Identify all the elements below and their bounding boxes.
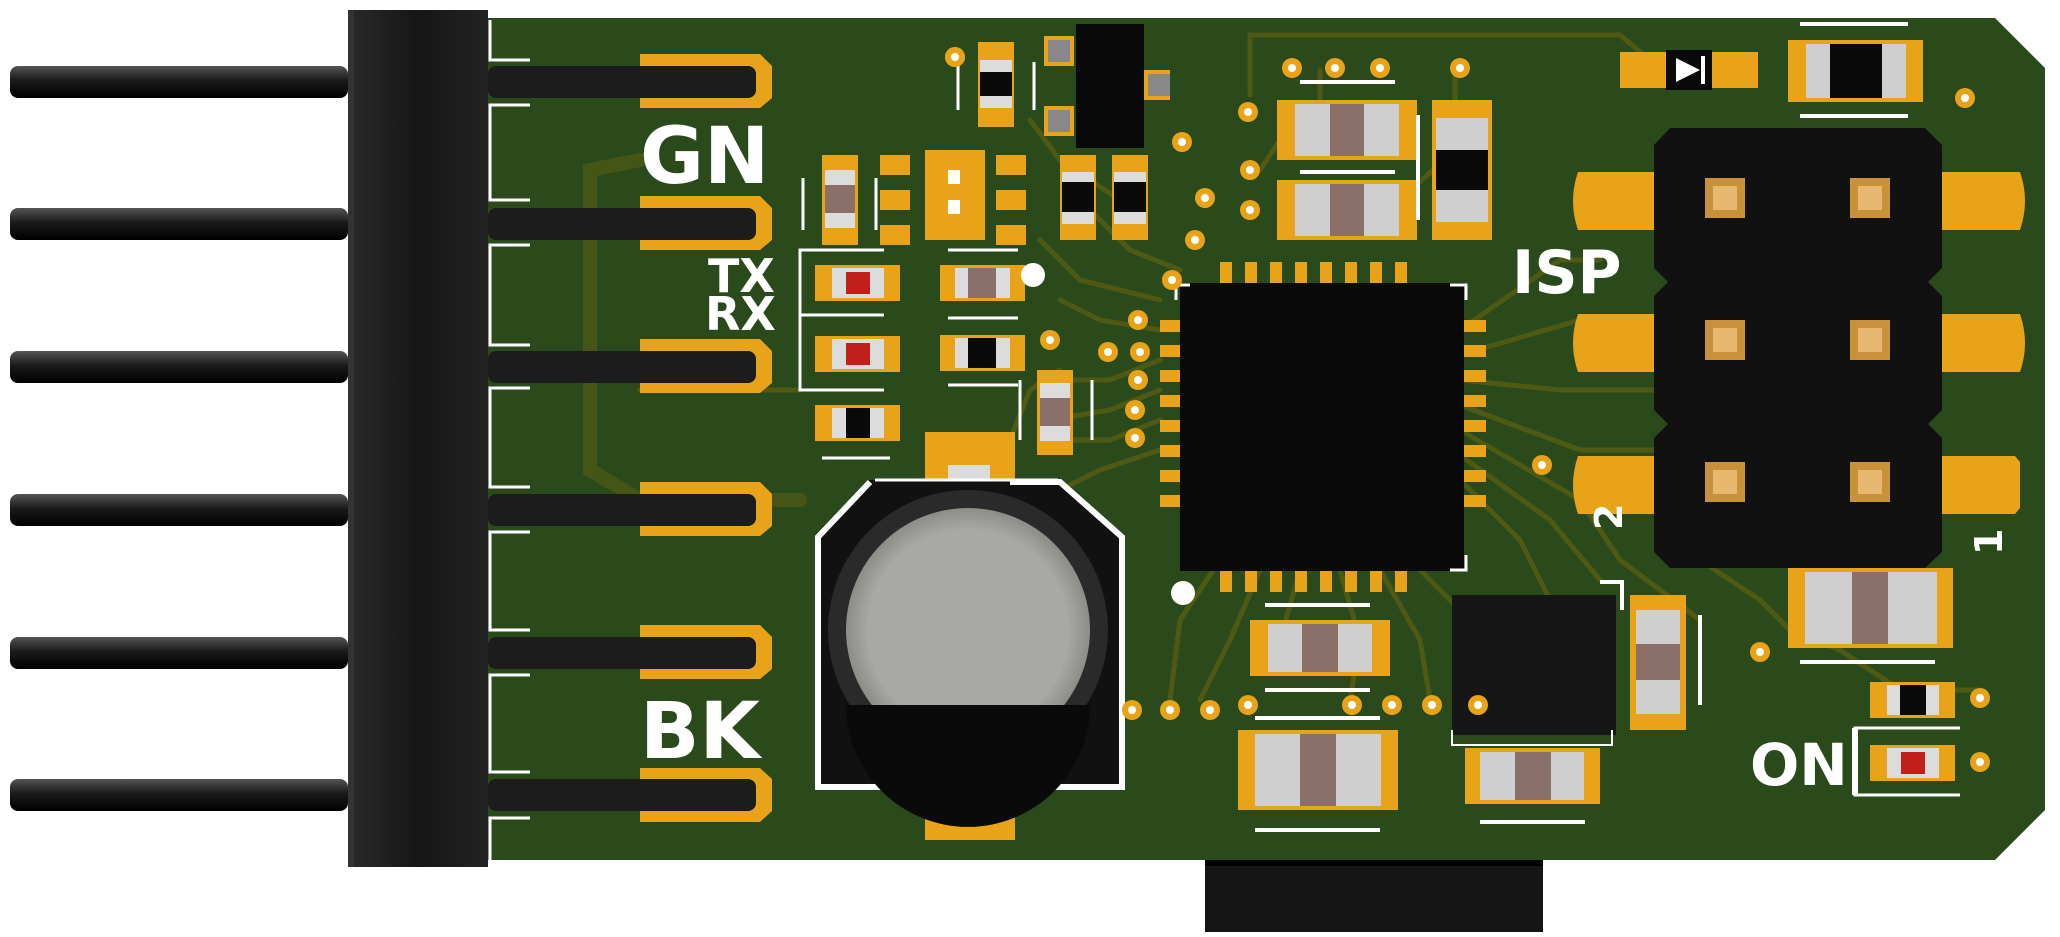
mcu-qfn [1160,262,1486,605]
resistor-vertical [1018,370,1094,455]
label-tx: TX [708,249,775,303]
sot-ic [880,150,1026,245]
resistor-big [1788,568,1953,664]
capacitor-top-mid-1 [1277,80,1417,174]
pin-header [10,10,530,867]
header-pads [488,54,772,822]
resistor-mid [940,248,1025,320]
power-led [1852,726,1960,797]
isp-header [1573,128,2025,568]
tx-led [815,265,900,301]
capacitor-lower-1 [1250,603,1390,692]
sot23-transistor [1044,24,1170,148]
resistor-led [815,405,900,460]
capacitor-lower-3 [1465,748,1600,824]
label-isp-pin2: 2 [1587,504,1631,530]
capacitor-mid [940,335,1025,387]
diode [1620,50,1758,90]
label-rx: RX [705,287,776,341]
fiducial-mark [1021,263,1045,287]
resistor-power [1870,682,1955,718]
label-gn: GN [640,112,769,202]
via-dots [945,47,1990,772]
capacitor-pair [1060,155,1148,240]
capacitor-top-corner [1788,22,1923,118]
regulator-ic [1451,580,1624,746]
capacitor-top-mid-2 [1277,180,1417,240]
rx-led [815,336,900,372]
label-bk: BK [640,687,762,777]
header-pins [10,66,348,811]
pin-header-silkscreen [488,20,530,860]
capacitor-lower-2 [1238,716,1398,832]
led-group-frame [798,248,884,392]
capacitor-top-left [956,42,1036,127]
resistor-near-regulator [1630,595,1702,730]
resistor-gn [801,155,878,245]
capacitor-top-right [1416,100,1492,240]
electrolytic-capacitor [815,432,1125,840]
label-isp: ISP [1512,238,1622,308]
label-on: ON [1750,731,1848,799]
label-isp-pin1: 1 [1967,529,2011,555]
bottom-connector [1205,860,1543,932]
